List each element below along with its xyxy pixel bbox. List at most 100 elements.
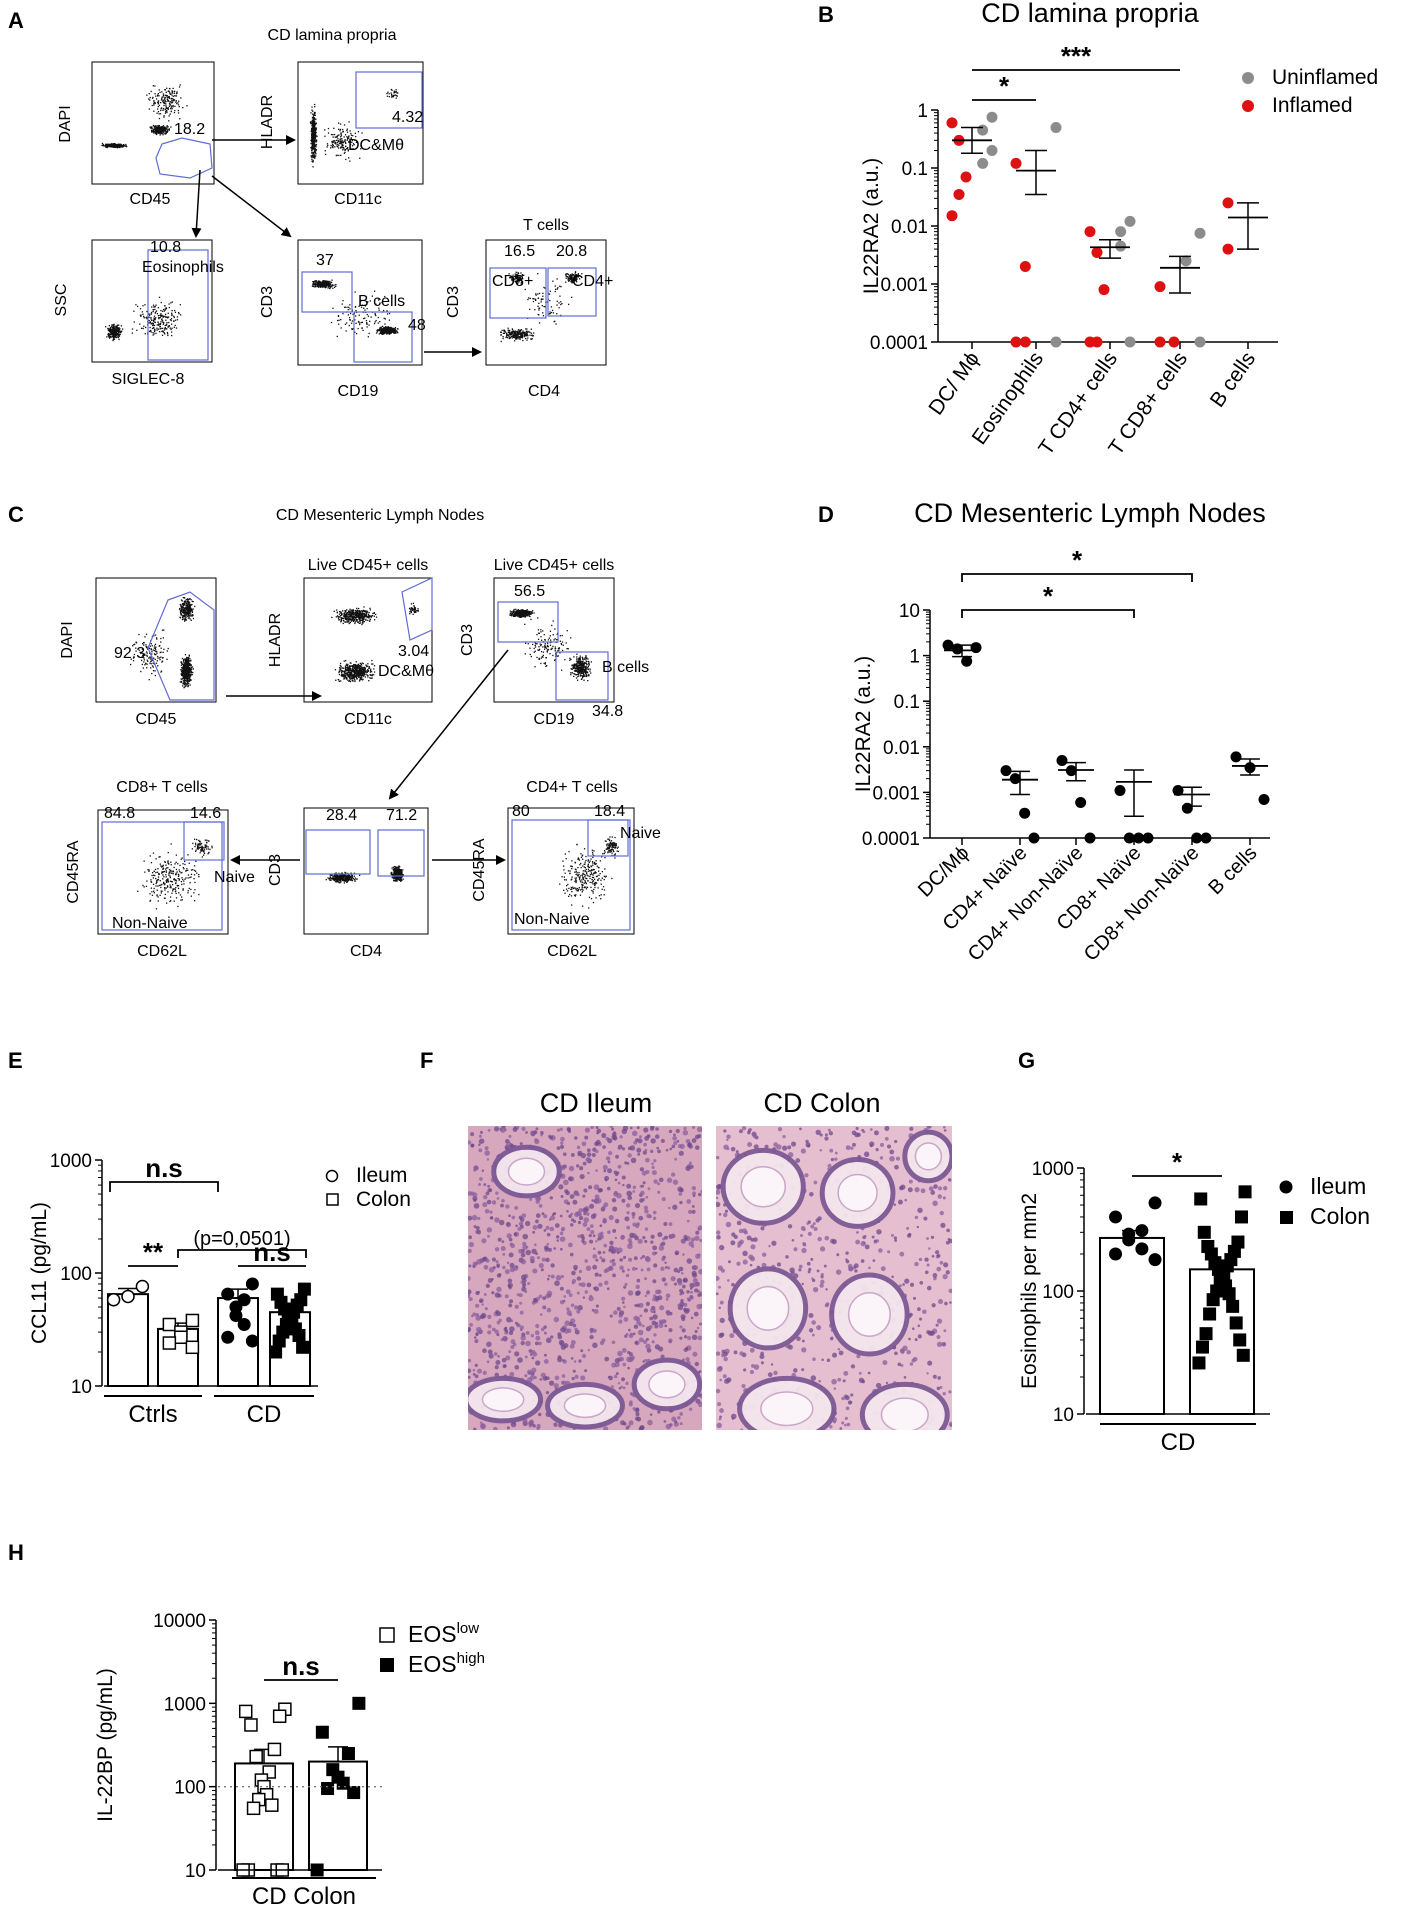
- flow-event: [388, 332, 390, 334]
- flow-event: [348, 141, 350, 143]
- flow-event: [154, 674, 156, 677]
- flow-plot-c1: 92.3 CD45 DAPI: [59, 577, 217, 728]
- flow-event: [178, 106, 180, 108]
- flow-event: [352, 313, 354, 315]
- flow-event: [336, 146, 339, 148]
- flow-event: [355, 673, 357, 675]
- flow-event: [160, 637, 162, 640]
- flow-event: [351, 677, 353, 680]
- flow-event: [191, 600, 193, 602]
- flow-event: [157, 129, 159, 131]
- flow-event: [363, 668, 366, 670]
- flow-event: [380, 327, 382, 329]
- flow-event: [112, 143, 114, 145]
- flow-event: [348, 140, 350, 143]
- flow-event: [166, 100, 169, 102]
- flow-event: [389, 328, 391, 330]
- flow-event: [170, 97, 173, 100]
- flow-event: [180, 669, 182, 671]
- flow-event: [327, 132, 330, 134]
- flow-event: [114, 332, 116, 334]
- flow-event: [109, 336, 111, 338]
- flow-event: [153, 635, 155, 637]
- flow-event: [324, 281, 326, 283]
- flow-event: [575, 277, 577, 279]
- flow-event: [185, 658, 187, 660]
- flow-event: [141, 648, 143, 650]
- flow-event: [556, 288, 558, 290]
- flow-event: [160, 314, 162, 317]
- flow-event: [155, 654, 157, 656]
- flow-event: [160, 327, 162, 330]
- flow-event: [330, 321, 333, 324]
- flow-event: [192, 608, 194, 610]
- flow-event: [151, 651, 153, 653]
- flow-event: [339, 130, 341, 132]
- flow-event: [153, 331, 156, 333]
- flow-event: [520, 278, 522, 280]
- flow-event: [373, 665, 376, 667]
- flow-event: [157, 307, 160, 309]
- flow-event: [165, 105, 167, 107]
- flow-event: [311, 149, 313, 151]
- flow-event: [192, 668, 194, 670]
- flow-event: [118, 330, 120, 332]
- flow-event: [163, 310, 165, 312]
- flow-event: [415, 611, 417, 613]
- flow-event: [187, 599, 189, 601]
- flow-event: [314, 151, 316, 153]
- flow-event: [169, 92, 171, 94]
- flow-event: [344, 148, 347, 151]
- flow-event: [366, 613, 368, 615]
- flow-event: [573, 278, 575, 280]
- flow-event: [348, 666, 350, 668]
- flow-event: [322, 285, 324, 287]
- flow-event: [148, 657, 150, 659]
- flow-event: [119, 333, 121, 335]
- flow-event: [189, 612, 191, 614]
- flow-event: [387, 326, 389, 328]
- flow-event: [523, 336, 526, 338]
- flow-event: [181, 681, 183, 683]
- flow-event: [312, 142, 314, 144]
- flow-event: [155, 662, 158, 664]
- flow-event: [107, 327, 109, 330]
- flow-event: [185, 665, 187, 667]
- flow-event: [368, 667, 371, 669]
- flow-event: [542, 315, 545, 317]
- flow-event: [168, 103, 171, 105]
- flow-event: [329, 282, 331, 284]
- flow-event: [330, 147, 332, 149]
- flow-event: [182, 675, 184, 677]
- flow-event: [159, 657, 161, 659]
- flow-event: [184, 686, 186, 688]
- flow-event: [155, 125, 157, 127]
- flow-event: [328, 286, 330, 288]
- flow-event: [520, 283, 522, 285]
- flow-event: [164, 308, 166, 310]
- flow-event: [184, 617, 186, 619]
- flow-event: [367, 616, 369, 618]
- flow-event: [168, 96, 170, 99]
- flow-event: [111, 145, 114, 147]
- flow-event: [506, 334, 508, 336]
- flow-event: [524, 288, 526, 291]
- flow-event: [311, 136, 314, 139]
- flow-event: [186, 667, 188, 669]
- flow-event: [359, 323, 361, 326]
- flow-event: [358, 610, 360, 612]
- flow-event: [311, 122, 313, 125]
- flow-event: [174, 309, 176, 312]
- flow-event: [360, 617, 362, 619]
- flow-event: [353, 616, 355, 619]
- flow-event: [356, 673, 358, 676]
- flow-event: [362, 615, 364, 617]
- flow-event: [171, 100, 173, 102]
- flow-event: [164, 315, 166, 317]
- flow-event: [338, 673, 341, 676]
- flow-event: [345, 673, 348, 675]
- gate-label: 18.2: [174, 121, 205, 138]
- flow-event: [366, 665, 368, 667]
- flow-event: [358, 666, 360, 668]
- flow-event: [180, 614, 183, 616]
